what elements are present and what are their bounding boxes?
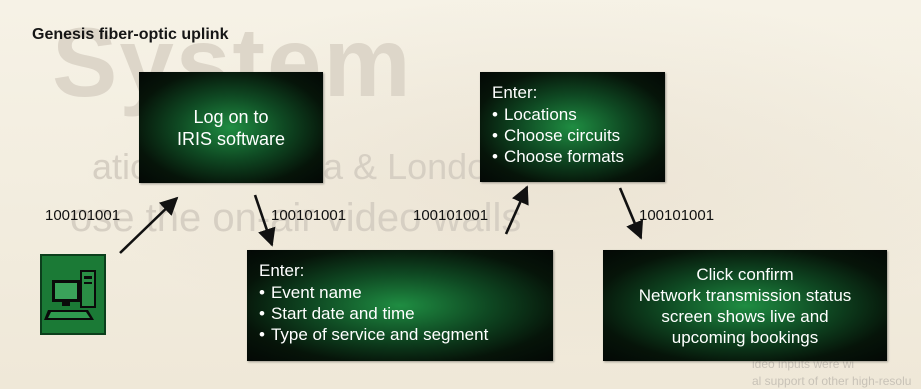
list-item: Locations <box>492 104 653 125</box>
arrow-login-to-event <box>253 194 276 247</box>
list-item: Start date and time <box>259 303 541 324</box>
binary-label: 100101001 <box>271 207 347 224</box>
confirm-line: upcoming bookings <box>671 327 819 347</box>
computer-icon <box>40 254 106 335</box>
arrow-locations-to-confirm <box>618 187 644 240</box>
arrow-event-to-locations <box>504 185 529 235</box>
locations-list: Locations Choose circuits Choose formats <box>492 104 653 167</box>
confirm-box: Click confirm Network transmission statu… <box>603 250 887 361</box>
event-list: Event name Start date and time Type of s… <box>259 282 541 345</box>
box-heading: Enter: <box>259 261 305 280</box>
confirm-line: screen shows live and <box>661 306 829 326</box>
list-item: Choose circuits <box>492 125 653 146</box>
login-line: IRIS software <box>176 128 286 149</box>
diagram-title: Genesis fiber-optic uplink <box>32 26 229 43</box>
list-item: Type of service and segment <box>259 324 541 345</box>
binary-label: 100101001 <box>639 207 715 224</box>
binary-label: 100101001 <box>413 207 489 224</box>
binary-label: 100101001 <box>45 207 121 224</box>
list-item: Choose formats <box>492 146 653 167</box>
box-heading: Enter: <box>492 83 538 102</box>
list-item: Event name <box>259 282 541 303</box>
locations-box: Enter: Locations Choose circuits Choose … <box>480 72 665 182</box>
login-box: Log on to IRIS software <box>139 72 323 183</box>
login-line: Log on to <box>193 106 269 127</box>
confirm-line: Click confirm <box>696 264 794 284</box>
arrow-pc-to-login <box>119 196 179 254</box>
event-box: Enter: Event name Start date and time Ty… <box>247 250 553 361</box>
confirm-line: Network transmission status <box>638 285 852 305</box>
